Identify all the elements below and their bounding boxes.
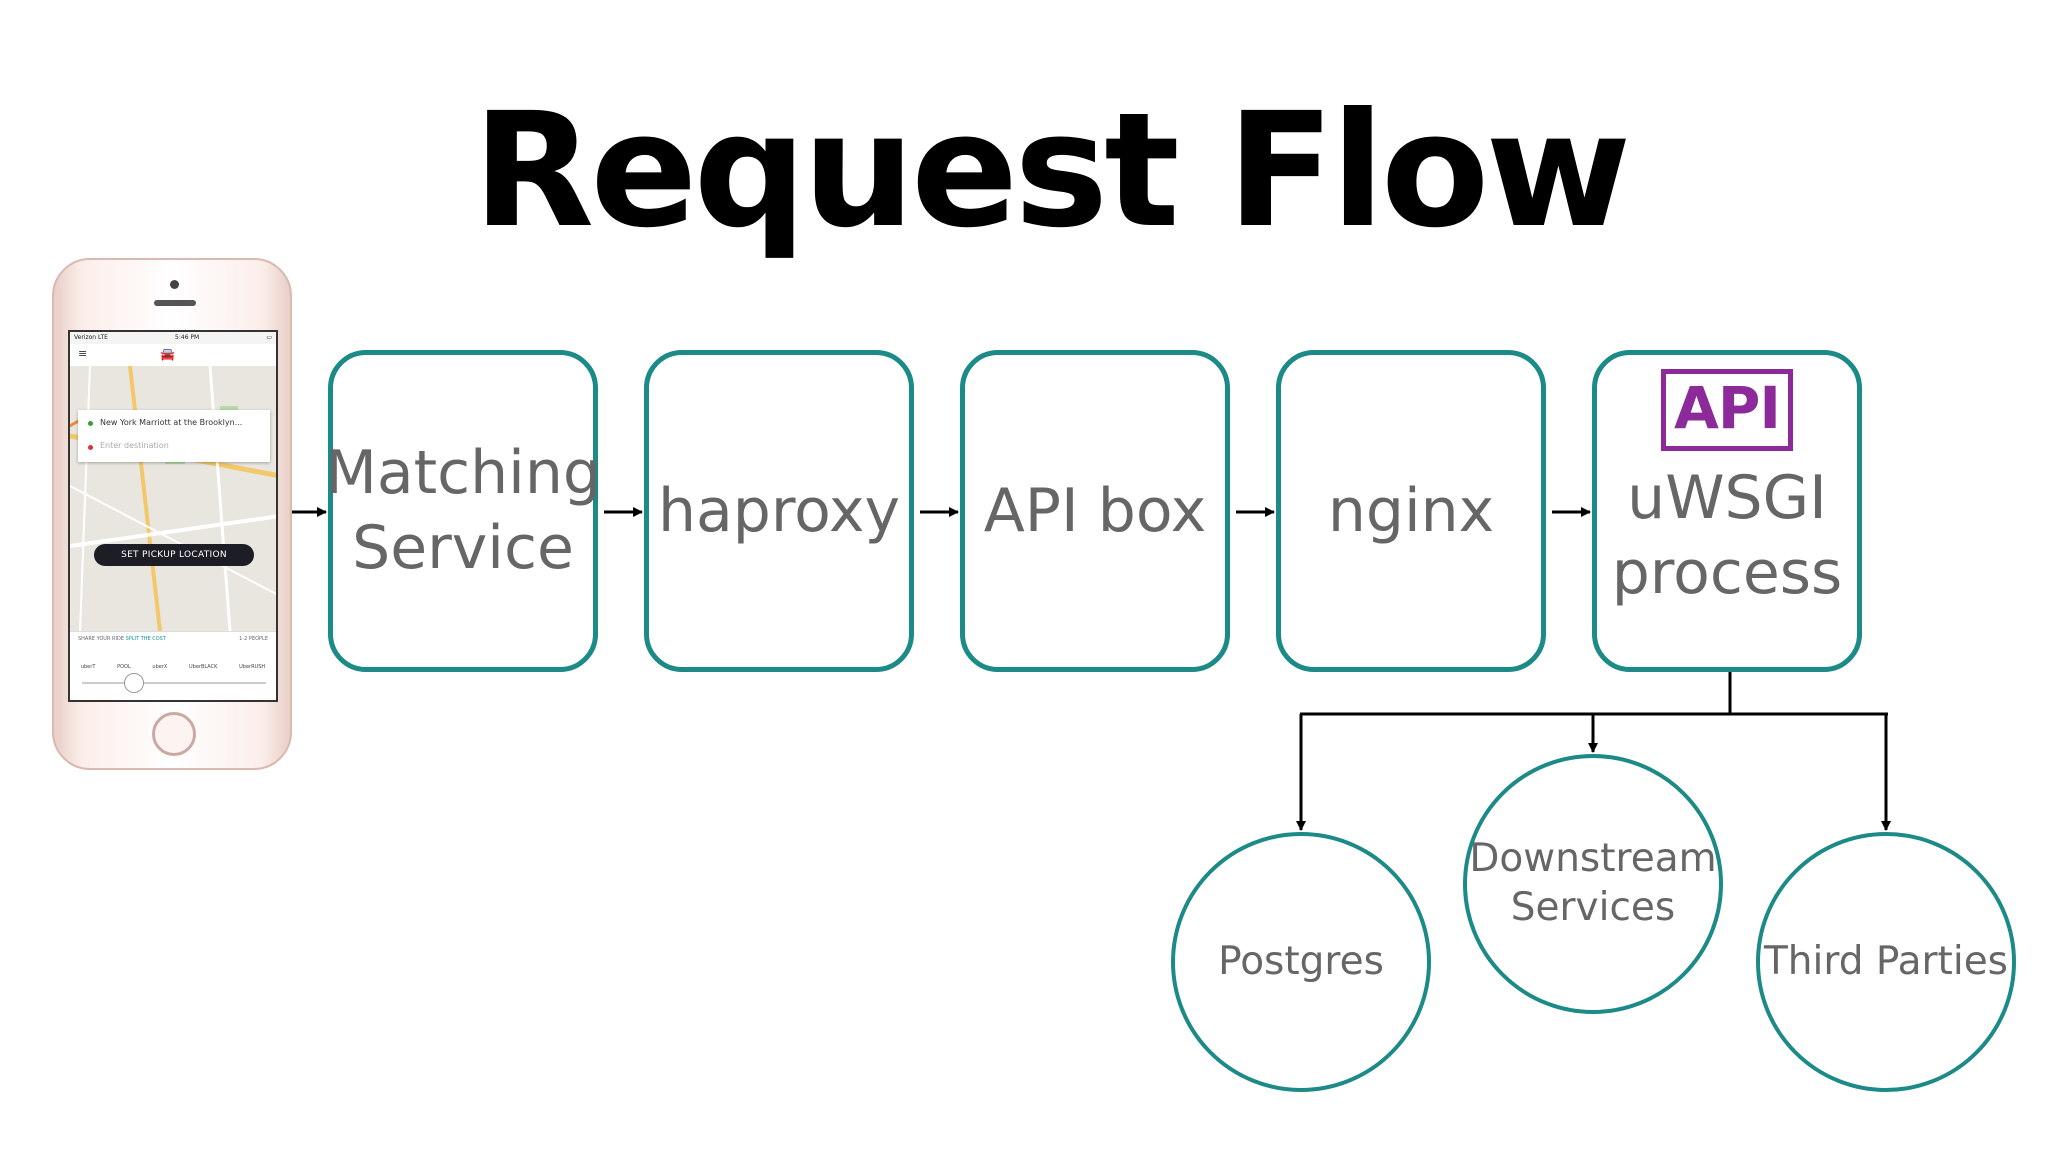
api-box-box: API box (960, 350, 1230, 672)
phone-screen: Verizon LTE 5:46 PM ▭ ≡ 🚘 New York (68, 330, 278, 702)
share-text: SHARE YOUR RIDE (78, 636, 124, 642)
location-card[interactable]: New York Marriott at the Brooklyn... Ent… (78, 410, 270, 462)
status-time: 5:46 PM (175, 334, 200, 341)
matching-service-box: Matching Service (325, 350, 601, 672)
ride-option[interactable]: POOL (117, 664, 131, 670)
box-label: API box (983, 475, 1207, 546)
phone-speaker (154, 300, 196, 306)
ride-options-row: uberT POOL uberX UberBLACK UberRUSH (70, 664, 276, 670)
battery-icon: ▭ (266, 334, 272, 341)
share-row: SHARE YOUR RIDE SPLIT THE COST 1-2 PEOPL… (70, 636, 276, 642)
ride-options-panel: SHARE YOUR RIDE SPLIT THE COST 1-2 PEOPL… (70, 631, 276, 700)
phone-illustration: Verizon LTE 5:46 PM ▭ ≡ 🚘 New York (52, 258, 292, 770)
circle-label: Postgres (1218, 938, 1384, 984)
ride-slider-track (82, 682, 266, 684)
box-label: uWSGI (1627, 463, 1827, 533)
pickup-address: New York Marriott at the Brooklyn... (100, 418, 243, 427)
destination-dot (88, 445, 93, 450)
set-pickup-button[interactable]: SET PICKUP LOCATION (94, 544, 254, 566)
postgres-circle: Postgres (1171, 832, 1431, 1092)
ride-option[interactable]: uberT (80, 664, 96, 670)
phone-camera (170, 280, 179, 289)
page-title: Request Flow (472, 79, 1632, 263)
destination-input[interactable]: Enter destination (100, 441, 169, 450)
circle-label: Downstream (1469, 836, 1717, 882)
uwsgi-process-box: API uWSGI process (1592, 350, 1862, 672)
phone-status-bar: Verizon LTE 5:46 PM ▭ (70, 332, 276, 344)
box-label: haproxy (657, 475, 901, 546)
box-label: nginx (1327, 475, 1495, 546)
ride-option[interactable]: UberRUSH (239, 664, 266, 670)
circle-label: Third Parties (1763, 938, 2009, 984)
ride-option[interactable]: UberBLACK (189, 664, 218, 670)
pickup-dot (88, 421, 93, 426)
box-label: Service (352, 513, 574, 583)
box-label: process (1611, 538, 1843, 608)
people-text: 1-2 PEOPLE (239, 636, 268, 642)
car-icon: 🚘 (160, 347, 175, 361)
api-badge: API (1661, 369, 1793, 451)
map-view: New York Marriott at the Brooklyn... Ent… (70, 365, 276, 632)
circle-label: Services (1510, 885, 1676, 930)
downstream-services-circle: Downstream Services (1463, 754, 1723, 1014)
haproxy-box: haproxy (644, 350, 914, 672)
split-text[interactable]: SPLIT THE COST (125, 636, 166, 642)
home-button (152, 712, 196, 756)
ride-slider-knob[interactable] (124, 673, 144, 693)
third-parties-circle: Third Parties (1756, 832, 2016, 1092)
status-carrier: Verizon LTE (74, 334, 108, 341)
box-label: Matching (325, 438, 601, 508)
menu-icon: ≡ (78, 347, 88, 360)
ride-option[interactable]: uberX (152, 664, 168, 670)
nginx-box: nginx (1276, 350, 1546, 672)
